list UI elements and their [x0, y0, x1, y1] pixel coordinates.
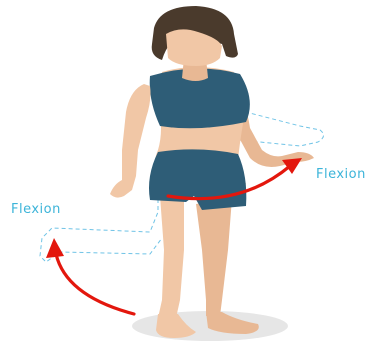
flexion-label-left: Flexion [11, 202, 61, 217]
hanging-arm [110, 84, 151, 198]
flexion-arrow-left [56, 254, 134, 314]
flexion-label-right: Flexion [316, 167, 366, 182]
right-leg [196, 198, 232, 316]
left-leg [158, 196, 184, 318]
flexion-arrow-left-head [46, 238, 64, 258]
